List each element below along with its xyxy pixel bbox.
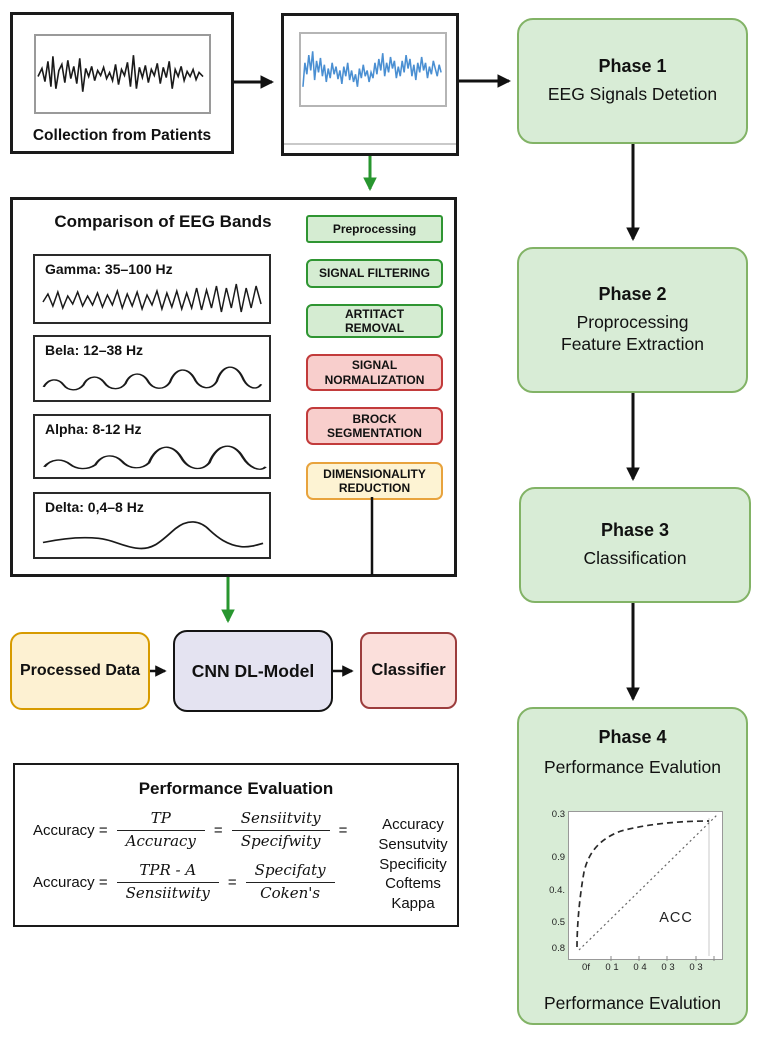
formula-row: Accuracy = TP Accuracy = Sensiitvity Spe… bbox=[33, 809, 347, 851]
x-tick: 0 1 bbox=[605, 962, 619, 973]
performance-evaluation-title: Performance Evaluation bbox=[138, 779, 334, 798]
signal-box-divider bbox=[284, 143, 456, 145]
band-label-delta: Delta: 0,4–8 Hz bbox=[45, 499, 144, 515]
collection-label: Collection from Patients bbox=[32, 127, 212, 144]
x-tick: 0f bbox=[582, 962, 590, 973]
phase4-box: Phase 4 Performance Evalution 0.3 0.9 0.… bbox=[517, 707, 748, 1025]
fraction: TP Accuracy bbox=[116, 809, 205, 851]
phase2-subtitle-line1: Proprocessing bbox=[576, 312, 689, 333]
fraction-numerator: TP bbox=[116, 809, 205, 831]
signal-box bbox=[281, 13, 459, 156]
roc-acc-label: ACC bbox=[659, 910, 693, 926]
fraction-denominator: Coken's bbox=[260, 883, 321, 902]
y-tick: 0.3 bbox=[551, 809, 565, 820]
cnn-model-box: CNN DL-Model bbox=[173, 630, 333, 712]
eeg-comparison-box: Comparison of EEG Bands Gamma: 35–100 Hz… bbox=[10, 197, 457, 577]
x-tick: 0 3 bbox=[689, 962, 703, 973]
phase3-box: Phase 3 Classification bbox=[519, 487, 751, 603]
step-label: REDUCTION bbox=[338, 481, 411, 495]
delta-waveform-icon bbox=[42, 521, 264, 550]
y-tick: 0.4. bbox=[549, 885, 565, 896]
fraction-numerator: Sensiitvity bbox=[231, 809, 330, 831]
band-box-delta: Delta: 0,4–8 Hz bbox=[33, 492, 271, 559]
band-box-gamma: Gamma: 35–100 Hz bbox=[33, 254, 271, 324]
classifier-label: Classifier bbox=[371, 661, 446, 679]
phase2-title: Phase 2 bbox=[598, 284, 667, 305]
metric-item: Specificity bbox=[379, 855, 447, 873]
signal-frame bbox=[299, 32, 447, 107]
fraction-numerator: TPR - A bbox=[116, 861, 219, 883]
phase4-title: Phase 4 bbox=[598, 727, 667, 747]
equals-sign: = bbox=[213, 821, 223, 839]
step-label: ARTITACT bbox=[344, 306, 405, 321]
phase3-subtitle: Classification bbox=[583, 548, 687, 569]
step-signal-filtering: SIGNAL FILTERING bbox=[306, 259, 443, 288]
cnn-model-label: CNN DL-Model bbox=[191, 660, 315, 681]
roc-curve-icon bbox=[576, 814, 718, 961]
step-label: SEGMENTATION bbox=[327, 426, 422, 440]
collection-box: Collection from Patients bbox=[10, 12, 234, 154]
formula-row: Accuracy = TPR - A Sensiitwity = Specifa… bbox=[33, 861, 344, 903]
step-label: NORMALIZATION bbox=[324, 372, 425, 387]
band-box-bela: Bela: 12–38 Hz bbox=[33, 335, 271, 402]
eeg-waveform-black-icon bbox=[37, 55, 204, 92]
phase1-subtitle: EEG Signals Detetion bbox=[547, 84, 718, 105]
metric-item: Coftems bbox=[385, 875, 441, 893]
band-label-gamma: Gamma: 35–100 Hz bbox=[45, 261, 173, 277]
phase2-box: Phase 2 Proprocessing Feature Extraction bbox=[517, 247, 748, 393]
processed-data-box: Processed Data bbox=[10, 632, 150, 710]
metric-item: Accuracy bbox=[382, 816, 444, 833]
phase3-title: Phase 3 bbox=[600, 520, 670, 541]
eeg-waveform-blue-icon bbox=[302, 51, 442, 87]
phase2-subtitle-line2: Feature Extraction bbox=[561, 334, 704, 354]
fraction: Sensiitvity Specifwity bbox=[231, 809, 330, 851]
phase1-title: Phase 1 bbox=[598, 56, 667, 77]
formula-lhs: Accuracy = bbox=[33, 821, 108, 839]
step-label: SIGNAL FILTERING bbox=[319, 266, 430, 281]
step-preprocessing: Preprocessing bbox=[306, 215, 443, 243]
step-label: SIGNAL bbox=[351, 358, 398, 373]
fraction: TPR - A Sensiitwity bbox=[116, 861, 219, 903]
fraction: Specifaty Coken's bbox=[245, 861, 335, 903]
raw-eeg-frame bbox=[34, 34, 211, 114]
x-tick: 0 4 bbox=[633, 962, 647, 973]
step-label: DIMENSIONALITY bbox=[323, 466, 426, 481]
x-tick: 0 3 bbox=[661, 962, 675, 973]
classifier-box: Classifier bbox=[360, 632, 457, 709]
metric-item: Kappa bbox=[391, 895, 435, 913]
equals-sign: = bbox=[227, 873, 237, 891]
processed-data-label: Processed Data bbox=[19, 662, 141, 679]
equals-sign: = bbox=[338, 821, 348, 839]
phase4-subtitle: Performance Evalution bbox=[543, 757, 722, 777]
phase1-box: Phase 1 EEG Signals Detetion bbox=[517, 18, 748, 144]
roc-chart bbox=[568, 811, 723, 961]
step-label: BROCK bbox=[352, 411, 397, 426]
performance-evaluation-box: Performance Evaluation Accuracy = TP Acc… bbox=[13, 763, 459, 927]
band-label-alpha: Alpha: 8-12 Hz bbox=[45, 421, 142, 437]
step-label: REMOVAL bbox=[344, 321, 405, 335]
y-tick: 0.5 bbox=[551, 917, 565, 928]
fraction-numerator: Specifaty bbox=[245, 861, 335, 883]
band-label-bela: Bela: 12–38 Hz bbox=[45, 342, 144, 358]
metric-item: Sensutvity bbox=[378, 835, 448, 853]
band-box-alpha: Alpha: 8-12 Hz bbox=[33, 414, 271, 479]
fraction-denominator: Specifwity bbox=[240, 831, 321, 850]
phase4-footer: Performance Evalution bbox=[543, 993, 722, 1013]
metrics-list: Accuracy Sensutvity Specificity Coftems … bbox=[363, 815, 463, 914]
fraction-denominator: Accuracy bbox=[125, 831, 196, 850]
gamma-waveform-icon bbox=[42, 283, 262, 313]
eeg-comparison-title: Comparison of EEG Bands bbox=[54, 212, 272, 231]
fraction-denominator: Sensiitwity bbox=[125, 883, 210, 902]
alpha-waveform-icon bbox=[43, 445, 267, 470]
y-tick: 0.9 bbox=[551, 852, 565, 863]
formula-lhs: Accuracy = bbox=[33, 873, 108, 891]
y-tick: 0.8 bbox=[551, 943, 565, 954]
bela-waveform-icon bbox=[42, 366, 263, 391]
step-label: Preprocessing bbox=[332, 221, 417, 236]
